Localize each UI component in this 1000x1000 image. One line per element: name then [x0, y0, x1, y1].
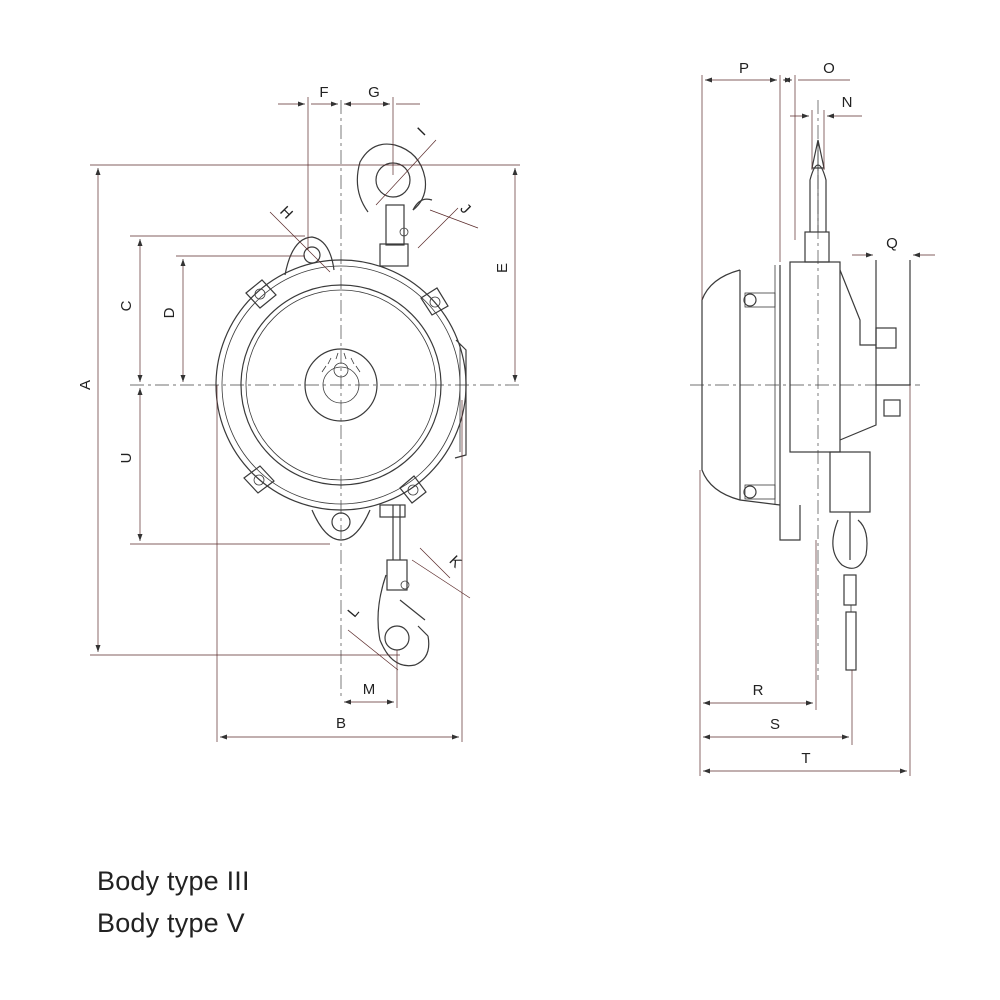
dim-label-P: P: [739, 60, 749, 77]
bolt-ear: [420, 287, 449, 316]
dimension-L: [347, 629, 399, 671]
dim-label-O: O: [823, 60, 835, 77]
side-top-hook: [804, 139, 830, 263]
dim-label-L: L: [344, 603, 362, 620]
dim-label-C: C: [118, 300, 135, 311]
dim-label-D: D: [161, 307, 178, 318]
dimension-P-O: [701, 75, 850, 300]
dim-label-M: M: [363, 681, 376, 698]
dimension-A: [90, 164, 520, 656]
dimension-B: [216, 385, 463, 742]
dimension-K: [411, 547, 471, 599]
side-housing: [701, 260, 911, 541]
caption-body-type-iii: Body type III: [97, 866, 250, 896]
dim-label-I: I: [414, 124, 429, 139]
bolt-ear: [245, 279, 277, 309]
dimension-J: [417, 207, 479, 249]
dim-label-J: J: [457, 200, 474, 217]
dimension-I: [375, 139, 437, 206]
dim-label-B: B: [336, 715, 346, 732]
dim-label-A: A: [77, 380, 94, 390]
dim-label-T: T: [801, 750, 810, 767]
caption-body-type-v: Body type V: [97, 908, 245, 938]
dimension-U: [130, 388, 330, 545]
bolt-ear: [243, 465, 275, 494]
top-hook: [356, 143, 433, 267]
dim-label-N: N: [842, 94, 853, 111]
balancer-body: [215, 236, 467, 541]
dimension-F-G: [278, 97, 420, 250]
bolt-ear: [399, 475, 427, 504]
dim-label-S: S: [770, 716, 780, 733]
side-bottom-hook: [829, 451, 871, 671]
dimension-N: [790, 110, 862, 170]
dim-label-U: U: [118, 453, 135, 464]
dimension-R-S-T: [699, 385, 911, 776]
dim-label-F: F: [319, 84, 328, 101]
dim-label-H: H: [276, 203, 296, 223]
dimension-D: [176, 255, 305, 382]
dim-label-E: E: [494, 263, 511, 273]
dimension-C: [130, 235, 305, 382]
dimension-M: [344, 650, 398, 708]
dim-label-Q: Q: [886, 235, 898, 252]
dim-label-R: R: [753, 682, 764, 699]
bottom-hook: [377, 504, 430, 667]
dimension-H: [269, 211, 331, 273]
side-view: P O N Q R S T: [690, 60, 935, 776]
front-view: A C D U E B: [77, 84, 520, 742]
dim-label-G: G: [368, 84, 380, 101]
